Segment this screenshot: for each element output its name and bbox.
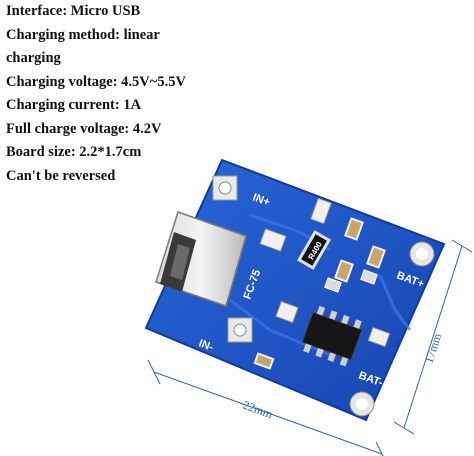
mounting-hole-in-plus [212, 175, 238, 201]
mounting-hole-bat-minus [349, 391, 375, 417]
solder-pad [275, 300, 299, 324]
spec-interface: Interface: Micro USB [6, 3, 141, 19]
spec-board-size: Board size: 2.2*1.7cm [6, 144, 142, 160]
micro-usb-port [155, 211, 247, 307]
solder-pad [367, 326, 391, 348]
mounting-hole-in-minus [227, 317, 253, 343]
spec-charging-method: Charging method: linear [6, 26, 160, 43]
resistor: R400 [297, 230, 331, 270]
solder-pad [310, 197, 332, 225]
mounting-hole-bat-plus [409, 241, 435, 267]
width-label: 22mm [241, 398, 275, 422]
spec-not-reversible: Can't be reversed [6, 167, 116, 184]
pcb-board [144, 158, 446, 422]
spec-charging-voltage: Charging voltage: 4.5V~5.5V [6, 73, 186, 90]
spec-charging-method-cont: charging [6, 50, 61, 66]
capacitor [253, 217, 386, 370]
charger-ic [301, 305, 363, 367]
spec-charging-current: Charging current: 1A [6, 97, 142, 113]
led [324, 269, 378, 293]
label-in-minus: IN- [197, 338, 215, 354]
solder-pad [259, 228, 287, 252]
label-in-plus: IN+ [251, 192, 271, 209]
spec-list: Interface: Micro USB Charging method: li… [6, 0, 306, 188]
height-label: 17mm [422, 331, 445, 365]
spec-full-charge-voltage: Full charge voltage: 4.2V [6, 120, 162, 137]
